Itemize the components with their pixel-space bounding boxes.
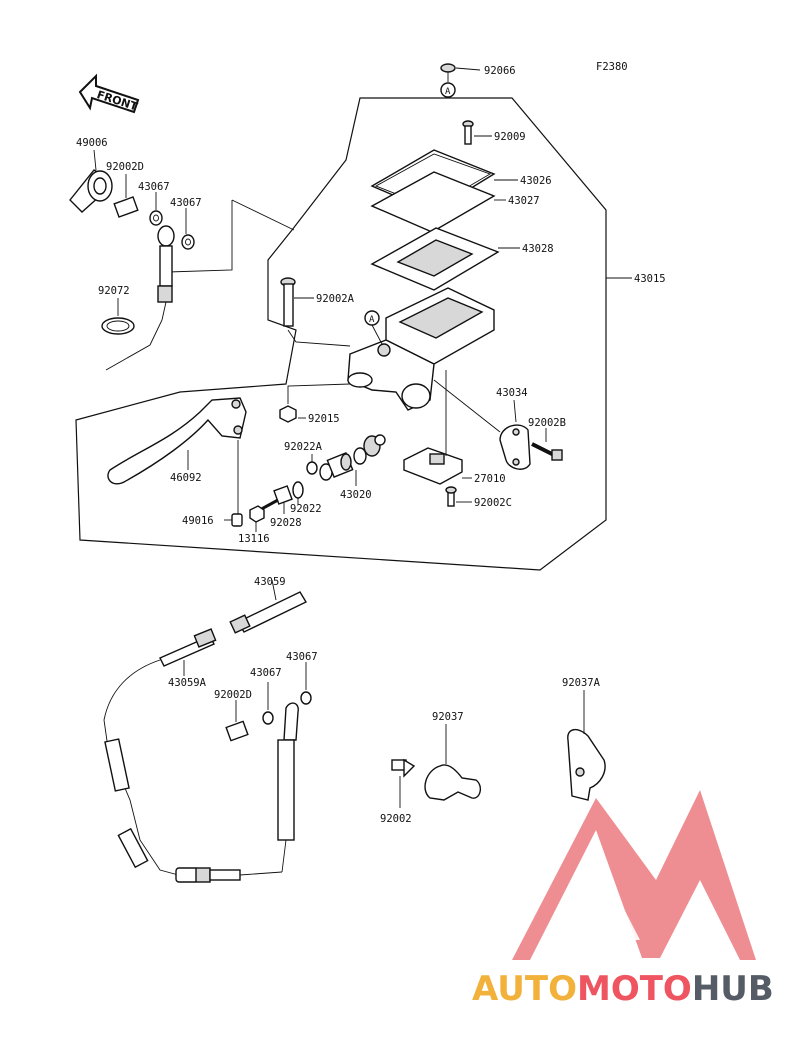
bolt-92002 <box>391 758 416 808</box>
nut-92015 <box>279 383 351 423</box>
label-92022A: 92022A <box>284 441 323 453</box>
screw-92002C <box>445 486 472 507</box>
cap-screw-92066 <box>440 63 481 98</box>
oring-92022A <box>306 454 318 475</box>
banjo-fitting-49006 <box>69 149 113 213</box>
label-92072: 92072 <box>98 285 130 297</box>
label-43059: 43059 <box>254 576 286 588</box>
front-arrow-icon: FRONT <box>78 73 140 114</box>
watermark-moto: MOTO <box>577 969 692 1009</box>
hose-sleeve-b <box>117 827 149 869</box>
label-43015: 43015 <box>634 273 666 285</box>
lower-hose-banjo <box>277 702 299 873</box>
label-92028: 49016 <box>182 515 214 527</box>
front-label: FRONT <box>95 88 139 114</box>
diaphragm-43028 <box>370 227 520 291</box>
clamp-92072 <box>101 298 135 335</box>
watermark-hub: HUB <box>692 969 774 1009</box>
leader-49006 <box>167 200 233 273</box>
label-43067-bottom-b: 43067 <box>286 651 318 663</box>
label-43020: 43020 <box>340 489 372 501</box>
washer-43067-top-a <box>149 192 163 226</box>
screw-92009 <box>462 120 492 145</box>
label-92022: 92022 <box>290 503 322 515</box>
nut-13116 <box>249 505 265 532</box>
label-43028: 43028 <box>522 243 554 255</box>
seal-92022 <box>292 481 304 504</box>
upper-hose-fitting <box>157 225 175 321</box>
boundary-link <box>231 199 295 231</box>
label-92002D-bottom: 92002D <box>214 689 252 701</box>
hose-end-43059A <box>159 628 217 676</box>
piston-kit-43020 <box>319 434 386 486</box>
label-92037A: 92037A <box>562 677 601 689</box>
label-43034: 43034 <box>496 387 528 399</box>
master-cylinder-body <box>347 287 495 411</box>
banjo-bolt-92002D-top <box>113 174 139 218</box>
label-92002A: 92002A <box>316 293 355 305</box>
watermark-text: AUTOMOTOHUB <box>472 969 774 1009</box>
washer-43067-bottom-a <box>262 682 274 725</box>
label-43067-top-a: 43067 <box>138 181 170 193</box>
label-49006: 49006 <box>76 137 108 149</box>
banjo-bolt-92002D-bottom <box>225 700 249 742</box>
label-43059A: 43059A <box>168 677 207 689</box>
pin-92028 <box>224 440 243 527</box>
clamp-92037A <box>567 690 606 801</box>
label-43067-top-b: 43067 <box>170 197 202 209</box>
ref-marker-body: A <box>369 315 375 325</box>
label-46092: 46092 <box>170 472 202 484</box>
label-92002D-top: 92002D <box>106 161 144 173</box>
clip-92037 <box>424 724 482 801</box>
label-13116: 13116 <box>238 533 270 545</box>
assembly-outline <box>75 97 607 571</box>
pivot-bolt-92002A <box>280 277 351 347</box>
hose-43059 <box>229 579 307 634</box>
label-92009: 92009 <box>494 131 526 143</box>
clutch-switch-27010 <box>403 447 472 485</box>
ref-marker-top: A <box>445 87 451 97</box>
clutch-lever-46092 <box>107 397 247 485</box>
label-92002: 92002 <box>380 813 412 825</box>
label-43067-bottom-a: 43067 <box>250 667 282 679</box>
bolt-92002B <box>531 428 563 461</box>
clutch-hose-line <box>103 659 183 877</box>
washer-43067-top-b <box>181 208 195 250</box>
label-43026: 43026 <box>520 175 552 187</box>
label-92015: 92015 <box>308 413 340 425</box>
label-43027: 43027 <box>508 195 540 207</box>
label-92002B: 92002B <box>528 417 566 429</box>
watermark-logo-icon <box>512 790 756 960</box>
watermark-auto: AUTO <box>472 969 577 1009</box>
figure-code: F2380 <box>596 61 628 73</box>
label-49016: 92028 <box>270 517 302 529</box>
leader-bracket <box>433 379 501 433</box>
hose-lower-fitting <box>175 867 283 883</box>
bracket-43034 <box>499 399 531 470</box>
hose-boundary <box>105 319 163 371</box>
label-92002C: 92002C <box>474 497 512 509</box>
plate-43027 <box>370 171 506 233</box>
washer-43067-bottom-b <box>300 662 312 705</box>
label-92037: 92037 <box>432 711 464 723</box>
label-92066: 92066 <box>484 65 516 77</box>
label-27010: 27010 <box>474 473 506 485</box>
hose-sleeve-a <box>104 738 130 792</box>
